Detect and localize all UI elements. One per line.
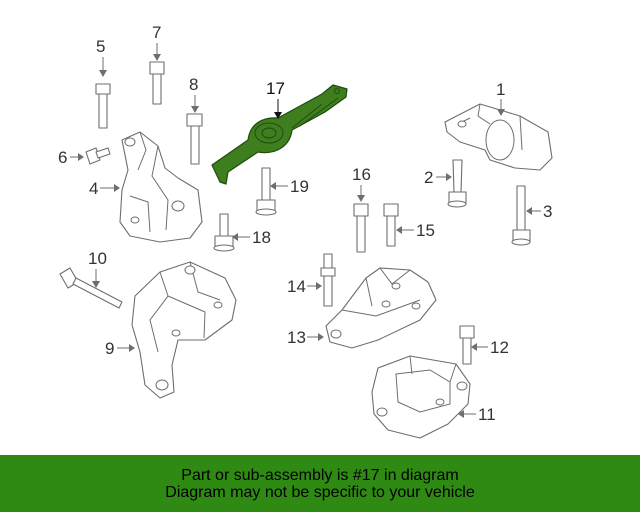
part-1-bushing-bracket[interactable] xyxy=(444,103,553,171)
callout-4: 4 xyxy=(89,179,120,198)
svg-text:3: 3 xyxy=(543,202,552,221)
footer-line-1: Part or sub-assembly is #17 in diagram xyxy=(181,466,459,484)
callout-15: 15 xyxy=(396,221,435,240)
svg-text:9: 9 xyxy=(105,339,114,358)
callout-17: 17 xyxy=(266,79,285,119)
part-5-bolt[interactable] xyxy=(95,83,111,129)
part-19-bolt[interactable] xyxy=(255,167,277,216)
svg-text:15: 15 xyxy=(416,221,435,240)
callout-12: 12 xyxy=(471,338,509,357)
part-9-mounting-bracket[interactable] xyxy=(131,261,237,399)
part-15-bolt[interactable] xyxy=(383,203,399,247)
svg-text:19: 19 xyxy=(290,177,309,196)
callout-18: 18 xyxy=(232,228,271,247)
part-11-transmission-mount[interactable] xyxy=(371,355,471,439)
part-6-bolt[interactable] xyxy=(85,147,111,165)
parts-diagram: 17 1 2 3 xyxy=(58,23,553,439)
part-10-long-bolt[interactable] xyxy=(59,267,123,309)
callout-19: 19 xyxy=(270,177,309,196)
callout-14: 14 xyxy=(287,277,322,296)
callout-11: 11 xyxy=(458,405,496,424)
callout-5: 5 xyxy=(96,37,107,77)
part-7-bolt[interactable] xyxy=(149,61,165,105)
part-13-support-bracket[interactable] xyxy=(325,267,437,349)
part-8-bolt[interactable] xyxy=(186,113,203,165)
svg-text:2: 2 xyxy=(424,168,433,187)
callout-1: 1 xyxy=(496,80,505,116)
footer-banner: Part or sub-assembly is #17 in diagram D… xyxy=(0,455,640,512)
svg-text:16: 16 xyxy=(352,165,371,184)
part-4-engine-mount[interactable] xyxy=(119,131,203,243)
callout-2: 2 xyxy=(424,168,452,187)
svg-text:14: 14 xyxy=(287,277,306,296)
part-18-bolt[interactable] xyxy=(213,213,235,252)
part-16-bolt[interactable] xyxy=(353,203,369,253)
part-17-torque-rod[interactable] xyxy=(211,84,348,185)
svg-text:5: 5 xyxy=(96,37,105,56)
svg-text:10: 10 xyxy=(88,249,107,268)
svg-text:4: 4 xyxy=(89,179,98,198)
callout-7: 7 xyxy=(152,23,161,61)
svg-text:11: 11 xyxy=(478,405,496,424)
callout-9: 9 xyxy=(105,339,135,358)
svg-text:18: 18 xyxy=(252,228,271,247)
part-3-bolt[interactable] xyxy=(511,185,531,246)
svg-text:17: 17 xyxy=(266,79,285,98)
callout-10: 10 xyxy=(88,249,107,288)
svg-text:1: 1 xyxy=(496,80,505,99)
svg-text:8: 8 xyxy=(189,75,198,94)
svg-text:13: 13 xyxy=(287,328,306,347)
footer-line-2: Diagram may not be specific to your vehi… xyxy=(165,483,475,501)
callout-13: 13 xyxy=(287,328,324,347)
callout-8: 8 xyxy=(189,75,199,113)
callout-16: 16 xyxy=(352,165,371,202)
part-12-bolt[interactable] xyxy=(459,325,475,365)
svg-text:6: 6 xyxy=(58,148,67,167)
svg-text:7: 7 xyxy=(152,23,161,42)
part-2-bolt[interactable] xyxy=(447,159,467,208)
callout-3: 3 xyxy=(526,202,552,221)
part-14-stud[interactable] xyxy=(320,253,336,307)
svg-text:12: 12 xyxy=(490,338,509,357)
callout-6: 6 xyxy=(58,148,84,167)
